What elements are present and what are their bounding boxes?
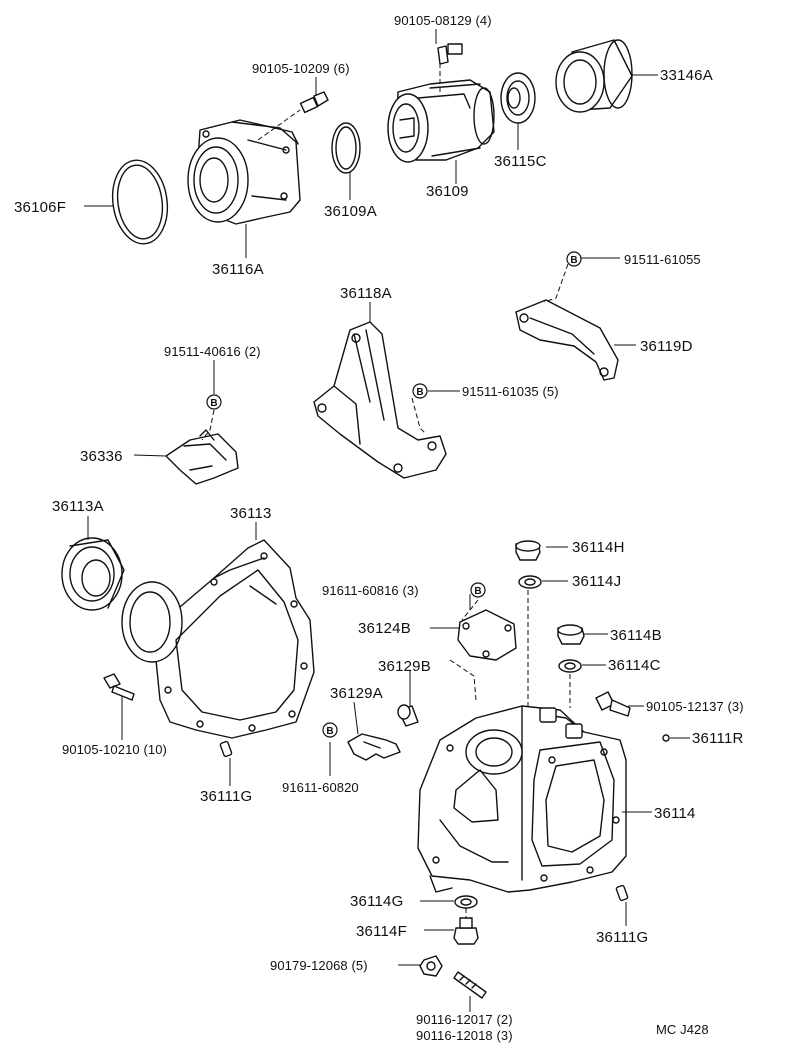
- leader-lines: [84, 29, 690, 1012]
- part-36118a-mounting-bracket: [313, 321, 447, 479]
- label-36114c: 36114C: [608, 657, 661, 674]
- label-36118a: 36118A: [340, 285, 392, 302]
- label-91511-61035: 91511-61035 (5): [462, 384, 559, 399]
- part-36114-transfer-case: [417, 705, 627, 893]
- svg-text:B: B: [416, 387, 423, 398]
- label-33146a: 33146A: [660, 67, 713, 84]
- label-36115c: 36115C: [494, 153, 547, 170]
- label-91611-60816: 91611-60816 (3): [322, 583, 419, 598]
- label-36114b: 36114B: [610, 627, 662, 644]
- label-91611-60820: 91611-60820: [282, 780, 359, 795]
- part-36114c-gasket: [558, 659, 582, 673]
- label-36114: 36114: [654, 805, 696, 822]
- label-36129b: 36129B: [378, 658, 431, 675]
- b-marker-91611-60816: B: [470, 582, 486, 598]
- part-36111g-left-pin: [219, 740, 233, 758]
- label-36116a: 36116A: [212, 261, 264, 278]
- b-marker-91511-61035: B: [412, 383, 428, 399]
- label-36106f: 36106F: [14, 199, 66, 216]
- label-36124b: 36124B: [358, 620, 411, 637]
- svg-text:B: B: [474, 586, 481, 597]
- part-36111r-ball: [662, 734, 670, 742]
- label-36114j: 36114J: [572, 573, 621, 590]
- svg-text:B: B: [210, 398, 217, 409]
- label-36119d: 36119D: [640, 338, 693, 355]
- label-36336: 36336: [80, 448, 123, 465]
- part-36106f-gasket-ring: [111, 159, 169, 245]
- part-36129a-lever: [347, 733, 401, 761]
- label-36129a: 36129A: [330, 685, 383, 702]
- b-marker-91611-60820: B: [322, 722, 338, 738]
- label-36114f: 36114F: [356, 923, 407, 940]
- part-36129b-bushing: [397, 704, 419, 727]
- part-90179-12068-nut: [419, 955, 443, 977]
- label-90179-12068: 90179-12068 (5): [270, 958, 368, 973]
- b-marker-91511-61055: B: [566, 251, 582, 267]
- part-36115c-oil-seal: [500, 72, 536, 124]
- part-90105-12137-bolt: [595, 691, 631, 717]
- label-36111g-left: 36111G: [200, 788, 252, 805]
- label-90105-08129: 90105-08129 (4): [394, 13, 492, 28]
- b-marker-91511-40616: B: [206, 394, 222, 410]
- label-36114h: 36114H: [572, 539, 625, 556]
- part-90105-08129-bolt: [437, 43, 463, 92]
- label-36111r: 36111R: [692, 730, 744, 747]
- part-90105-10209-bolt: [257, 91, 329, 141]
- part-90116-12017-stud: [453, 971, 487, 999]
- part-36124b-cover: [457, 609, 517, 661]
- part-36119d-bracket: [515, 299, 619, 381]
- svg-text:B: B: [326, 726, 333, 737]
- diagram-code: MC J428: [656, 1022, 709, 1037]
- part-36111g-right-pin: [615, 884, 629, 902]
- label-91511-61055: 91511-61055: [624, 252, 701, 267]
- part-36114g-gasket: [454, 895, 478, 909]
- part-36109-extension-housing: [387, 79, 495, 163]
- part-36336-cover: [165, 429, 239, 485]
- label-36114g: 36114G: [350, 893, 403, 910]
- part-36113-transmission-case: [121, 539, 315, 739]
- part-90105-10210-bolt: [103, 673, 135, 701]
- label-36111g-right: 36111G: [596, 929, 648, 946]
- label-36109a: 36109A: [324, 203, 377, 220]
- label-90116-12017: 90116-12017 (2): [416, 1012, 513, 1027]
- label-91511-40616: 91511-40616 (2): [164, 344, 261, 359]
- part-36114b-plug: [557, 624, 585, 645]
- label-90116-12018: 90116-12018 (3): [416, 1028, 513, 1043]
- label-90105-12137: 90105-12137 (3): [646, 699, 744, 714]
- label-36109: 36109: [426, 183, 469, 200]
- label-90105-10209: 90105-10209 (6): [252, 61, 350, 76]
- svg-text:B: B: [570, 255, 577, 266]
- part-36114j-gasket: [518, 575, 542, 589]
- label-90105-10210: 90105-10210 (10): [62, 742, 167, 757]
- part-36109a-o-ring: [331, 122, 361, 174]
- label-36113: 36113: [230, 505, 272, 522]
- part-36116a-adapter-housing: [187, 119, 301, 225]
- part-36114h-plug: [515, 540, 541, 561]
- part-33146a-collar: [555, 39, 633, 113]
- part-36114f-plug: [453, 917, 479, 945]
- part-36113a-bearing: [61, 537, 125, 611]
- label-36113a: 36113A: [52, 498, 104, 515]
